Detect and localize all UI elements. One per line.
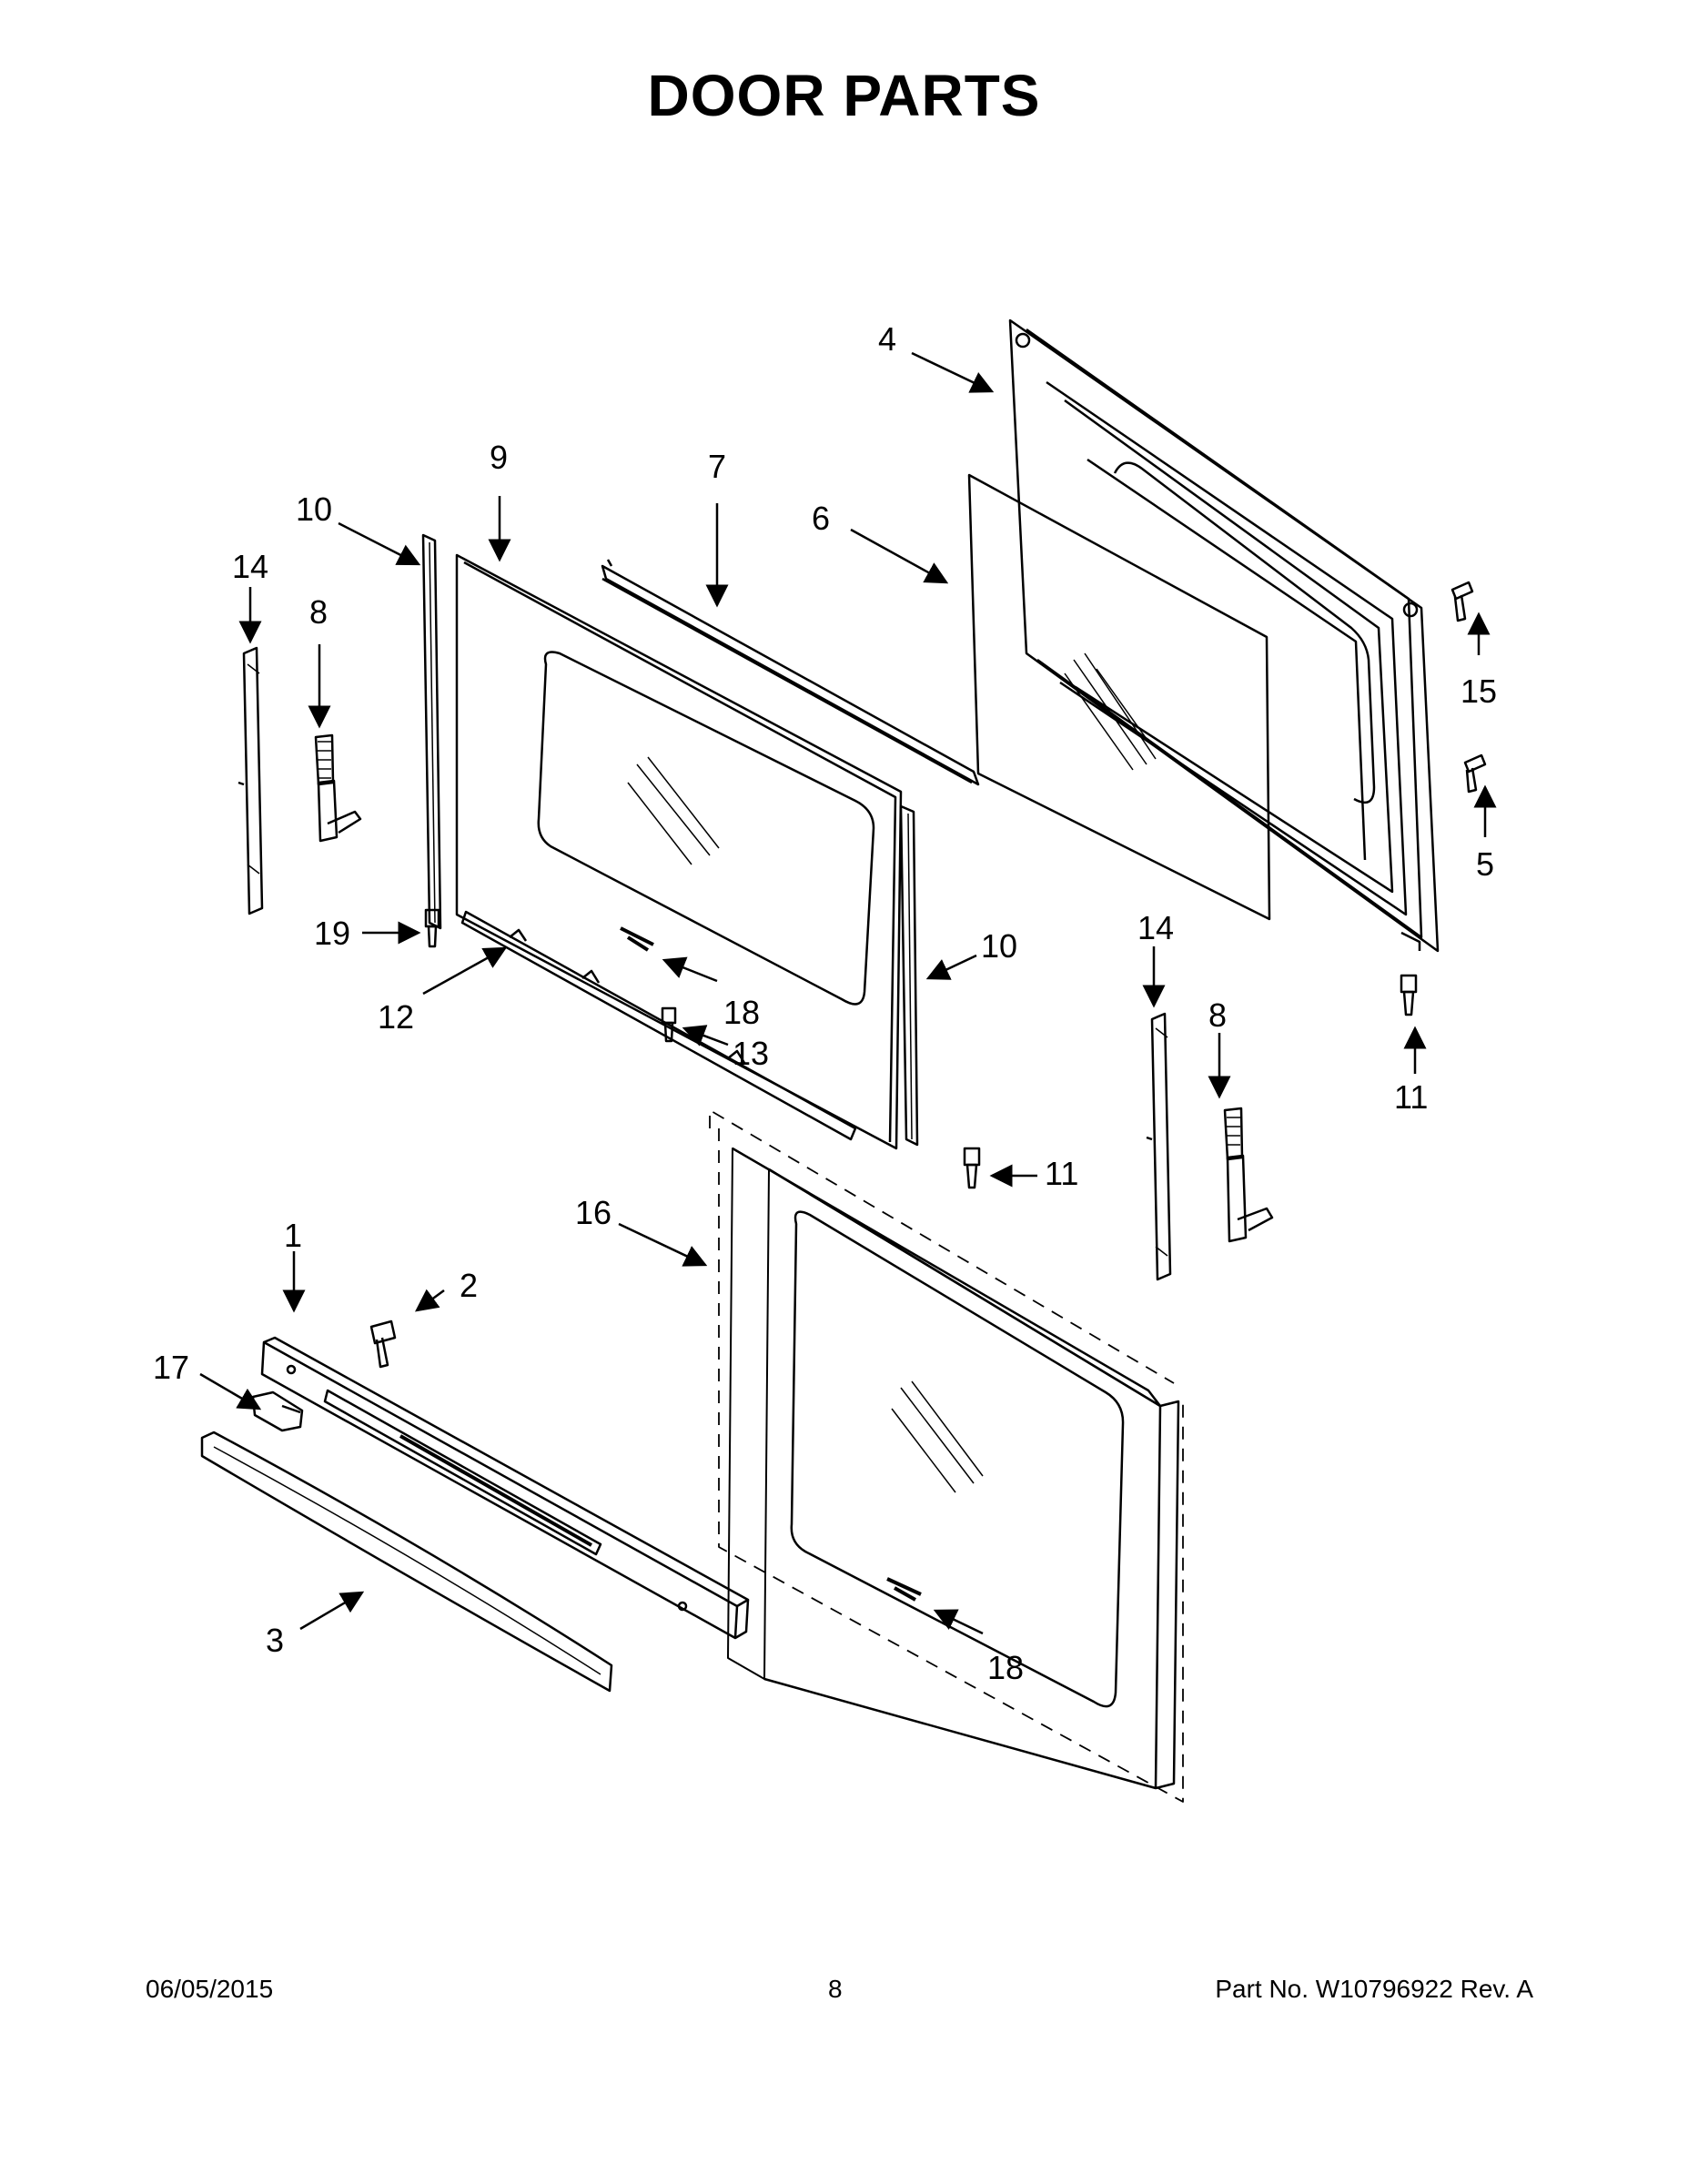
door-handle-part: [200, 1431, 613, 1693]
door-assembly-part: [709, 1109, 1184, 1803]
callout-2: 2: [460, 1267, 478, 1304]
arrow-10a: [338, 521, 421, 566]
callout-3: 3: [266, 1622, 284, 1659]
top-channel-part: [601, 559, 980, 786]
screw-19: [424, 908, 440, 948]
callout-17: 17: [153, 1349, 189, 1386]
callout-5: 5: [1476, 845, 1494, 883]
right-side-channel-part: [899, 804, 919, 1147]
lower-trim-panel-part: [260, 1336, 750, 1640]
callout-6: 6: [812, 500, 830, 537]
callout-12: 12: [378, 998, 414, 1036]
arrow-18b: [933, 1609, 984, 1635]
callout-13: 13: [733, 1035, 769, 1072]
screw-5: [1463, 753, 1487, 794]
arrow-3: [299, 1591, 365, 1631]
arrow-18a: [662, 956, 718, 983]
screw-11-right: [1400, 974, 1418, 1016]
page-title: DOOR PARTS: [647, 63, 1041, 128]
footer-part-number: Part No. W10796922 Rev. A: [1215, 1975, 1533, 2003]
callout-10-right: 10: [981, 927, 1017, 965]
footer-page-number: 8: [828, 1975, 843, 2003]
screw-2: [369, 1320, 397, 1369]
arrow-12: [422, 946, 508, 996]
screw-13: [661, 1006, 677, 1043]
footer-date: 06/05/2015: [146, 1975, 274, 2003]
callout-4: 4: [878, 320, 896, 358]
callout-11-lower: 11: [1045, 1155, 1078, 1192]
callout-1: 1: [284, 1217, 302, 1254]
arrow-6: [850, 528, 949, 584]
left-hinge-part: [314, 733, 362, 843]
screw-11-lower: [963, 1147, 981, 1189]
arrow-16: [618, 1222, 708, 1267]
outer-door-panel-part: [1008, 318, 1440, 953]
arrow-4: [911, 351, 995, 393]
handle-bracket-part: [251, 1390, 304, 1432]
inner-door-glass-part: [455, 553, 903, 1150]
arrow-17: [199, 1372, 262, 1410]
right-hinge-part: [1223, 1107, 1274, 1243]
logo-badge-upper: [620, 926, 654, 952]
callout-14-right: 14: [1137, 909, 1174, 946]
callout-11-right: 11: [1394, 1078, 1428, 1116]
glass-panel-part: [967, 473, 1271, 921]
left-hinge-receiver-part: [238, 646, 264, 915]
arrow-10b: [925, 954, 977, 980]
bottom-channel-part: [460, 910, 857, 1141]
callout-16: 16: [575, 1194, 612, 1231]
callout-15: 15: [1461, 672, 1497, 710]
left-side-channel-part: [421, 533, 442, 930]
right-hinge-receiver-part: [1146, 1012, 1172, 1281]
callout-19: 19: [314, 915, 350, 952]
callout-14-left: 14: [232, 548, 268, 585]
callout-9: 9: [490, 439, 508, 476]
arrow-13: [682, 1025, 729, 1046]
callout-18-lower: 18: [987, 1649, 1024, 1686]
callout-10-left: 10: [296, 490, 332, 528]
screw-15: [1450, 581, 1474, 622]
callout-7: 7: [708, 448, 726, 485]
callout-8-right: 8: [1208, 996, 1227, 1034]
arrow-2: [414, 1289, 445, 1312]
logo-badge-lower: [886, 1577, 922, 1602]
callout-8-left: 8: [309, 593, 328, 631]
callout-18-upper: 18: [723, 994, 760, 1031]
